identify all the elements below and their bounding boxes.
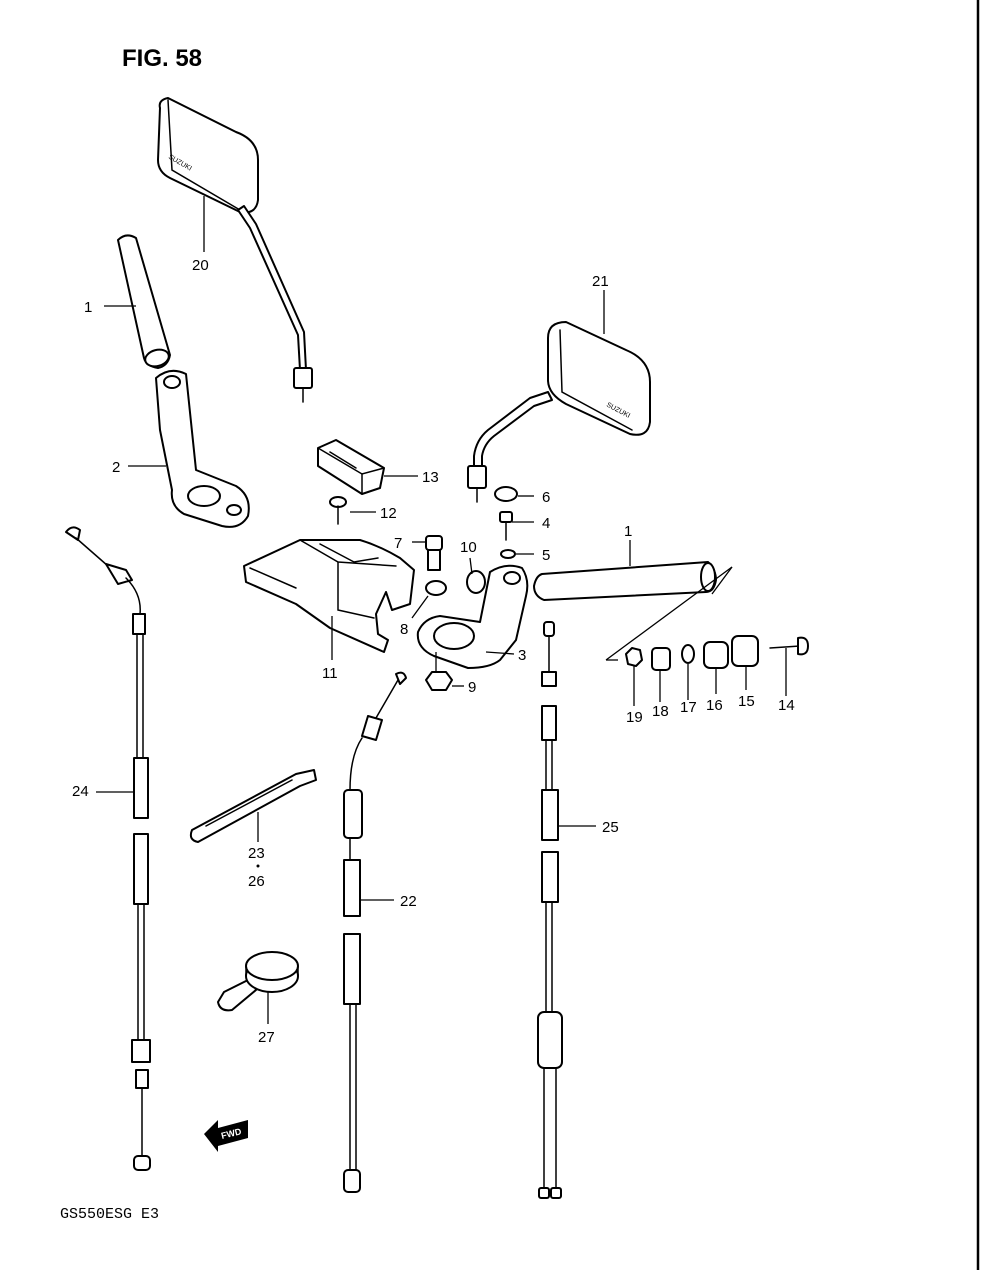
- right-mirror: SUZUKI: [467, 321, 651, 503]
- left-grip: [117, 234, 171, 369]
- right-bracket: [416, 564, 529, 669]
- leader-lines: [96, 196, 787, 1024]
- handlebar-holder: [243, 539, 415, 653]
- figure-title: FIG. 58: [122, 45, 202, 72]
- callout-17: 17: [680, 699, 697, 716]
- callout-18: 18: [652, 703, 669, 720]
- callout-19: 19: [626, 709, 643, 726]
- callout-16: 16: [706, 697, 723, 714]
- bar-end-weight: [605, 566, 809, 671]
- cable-band: [189, 769, 317, 843]
- callout-21: 21: [592, 273, 609, 290]
- left-mirror: SUZUKI: [157, 97, 313, 403]
- callout-1-right: 1: [624, 523, 632, 540]
- callout-1-left: 1: [84, 299, 92, 316]
- throttle-cable: [343, 671, 407, 1193]
- callout-5: 5: [542, 547, 550, 564]
- callout-11: 11: [322, 665, 338, 682]
- callout-13: 13: [422, 469, 439, 486]
- callout-3: 3: [518, 647, 526, 664]
- callout-27: 27: [258, 1029, 275, 1046]
- callout-6: 6: [542, 489, 550, 506]
- callout-26: 26: [248, 873, 265, 890]
- callout-7: 7: [394, 535, 402, 552]
- callout-labels: 1 20 2 21 13 6 12 4 7 10 5 1 8 11 3 9 19…: [72, 257, 795, 1046]
- right-cable: [537, 621, 563, 1199]
- callout-20: 20: [192, 257, 209, 274]
- label-plate: [317, 439, 385, 495]
- callout-15: 15: [738, 693, 755, 710]
- left-bracket: [155, 369, 250, 528]
- callout-23: 23: [248, 845, 265, 862]
- forward-arrow-icon: FWD: [204, 1120, 248, 1152]
- callout-12: 12: [380, 505, 397, 522]
- right-grip: [533, 561, 717, 601]
- forward-arrow-label: FWD: [220, 1126, 243, 1141]
- callout-22: 22: [400, 893, 417, 910]
- callout-14: 14: [778, 697, 795, 714]
- callout-24: 24: [72, 783, 89, 800]
- choke-knob: [217, 951, 299, 1012]
- callout-9: 9: [468, 679, 476, 696]
- model-code: GS550ESG E3: [60, 1206, 159, 1223]
- callout-2: 2: [112, 459, 120, 476]
- callout-10: 10: [460, 539, 477, 556]
- callout-8: 8: [400, 621, 408, 638]
- callout-4: 4: [542, 515, 550, 532]
- clutch-cable: [65, 526, 151, 1171]
- callout-25: 25: [602, 819, 619, 836]
- fasteners: [329, 486, 518, 691]
